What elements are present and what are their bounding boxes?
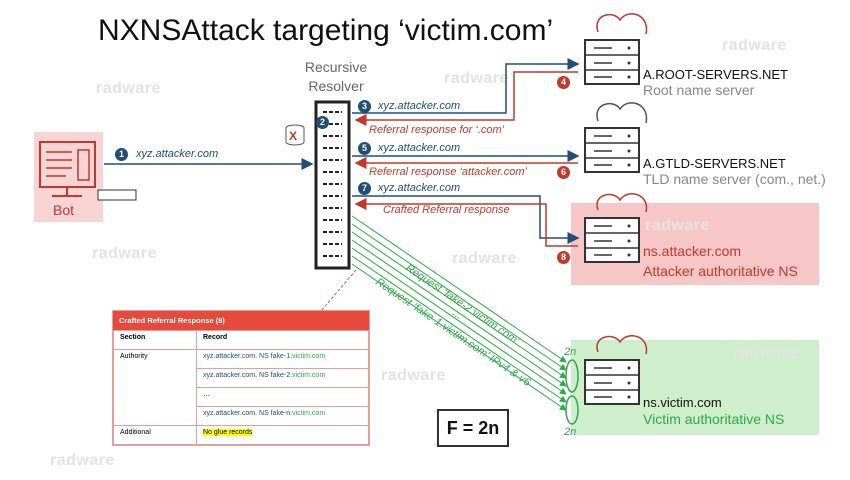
watermark: radware: [722, 37, 787, 54]
victim-bracket-bottom: [565, 395, 579, 425]
watermark: radware: [733, 345, 798, 362]
table-row: Additional No glue records: [113, 425, 369, 445]
step-5-label: xyz.attacker.com: [378, 142, 461, 154]
attacker-server-role: Attacker authoritative NS: [643, 263, 798, 279]
step-badge-2: 2: [316, 116, 329, 129]
cache-x-mark: X: [289, 129, 298, 143]
table-record: xyz.attacker.com. NS fake-n.victim.com: [196, 406, 369, 426]
root-server-name: A.ROOT-SERVERS.NET: [643, 67, 788, 82]
root-server-role: Root name server: [643, 82, 755, 98]
crafted-table: Section Record Authority xyz.attacker.co…: [113, 330, 369, 445]
crafted-response-table: Crafted Referral Response (8) Section Re…: [112, 310, 370, 446]
step-badge-4: 4: [557, 76, 570, 89]
step-1-label: xyz.attacker.com: [136, 148, 219, 160]
root-response-label: Referral response for ‘.com’: [369, 124, 505, 136]
arrow-step-7: [352, 195, 580, 244]
table-authority-label: Authority: [113, 349, 197, 426]
table-additional-label: Additional: [113, 425, 197, 445]
step-badge-8: 8: [557, 251, 570, 264]
arrow-step-3: [352, 58, 580, 114]
table-callout-line: [285, 269, 357, 353]
bot-computer-icon: [39, 141, 96, 197]
green-request-arrows: [351, 215, 567, 411]
table-header-section: Section: [113, 330, 197, 350]
table-record: …: [196, 387, 369, 407]
cache-database-icon: [285, 124, 305, 146]
attacker-server-name: ns.attacker.com: [643, 243, 742, 259]
step-badge-1: 1: [115, 148, 128, 161]
table-row: xyz.attacker.com. NS fake-n.victim.com: [114, 406, 369, 426]
bot-label: Bot: [53, 202, 75, 218]
step-badge-7: 7: [358, 182, 371, 195]
crafted-response-label: Crafted Referral response: [383, 204, 510, 216]
watermark: radware: [444, 70, 509, 87]
tld-server-icon: [584, 102, 648, 173]
step-3-label: xyz.attacker.com: [378, 100, 461, 112]
victim-bracket-top: [565, 359, 579, 393]
step-7-label: xyz.attacker.com: [378, 182, 461, 194]
tld-response-label: Referral response ‘attacker.com’: [369, 166, 527, 178]
resolver-label-line2: Resolver: [308, 78, 364, 94]
victim-mark-top: 2n: [564, 346, 577, 358]
watermark: radware: [381, 367, 446, 384]
formula-box: F = 2n: [437, 409, 509, 447]
step-badge-5: 5: [358, 142, 371, 155]
arrow-step-8: [354, 198, 578, 247]
victim-server-role: Victim authoritative NS: [643, 411, 785, 427]
bot-highlight: [34, 132, 103, 222]
table-record: xyz.attacker.com. NS fake-1.victim.com: [196, 349, 369, 369]
watermark: radware: [96, 80, 161, 97]
step-badge-6: 6: [557, 166, 570, 179]
table-row: Authority xyz.attacker.com. NS fake-1.vi…: [113, 349, 369, 426]
watermark: radware: [645, 217, 710, 234]
table-glue: No glue records: [196, 425, 369, 445]
watermark: radware: [92, 245, 157, 262]
step-badge-3: 3: [358, 100, 371, 113]
resolver-label: Recursive Resolver: [296, 58, 376, 96]
watermark: radware: [50, 452, 115, 469]
tld-server-name: A.GTLD-SERVERS.NET: [643, 156, 786, 171]
watermark: radware: [452, 250, 517, 267]
glue-highlight: No glue records: [203, 429, 253, 436]
victim-mark-bottom: 2n: [564, 426, 577, 438]
victim-server-icon: [584, 335, 648, 405]
resolver-server-icon: [314, 100, 351, 270]
page-title: NXNSAttack targeting ‘victim.com’: [98, 14, 554, 47]
victim-server-name: ns.victim.com: [643, 395, 722, 410]
resolver-label-line1: Recursive: [304, 59, 368, 75]
crafted-table-title: Crafted Referral Response (8): [113, 311, 369, 330]
table-header-row: Section Record: [113, 330, 369, 350]
tld-server-role: TLD name server (com., net.): [643, 171, 826, 187]
attacker-server-icon: [584, 193, 648, 263]
root-server-icon: [584, 13, 648, 85]
bot-keyboard-icon: [97, 189, 137, 201]
table-record: xyz.attacker.com. NS fake-2.victim.com: [196, 368, 369, 388]
table-header-record: Record: [196, 330, 369, 350]
arrow-step-4: [354, 71, 578, 126]
